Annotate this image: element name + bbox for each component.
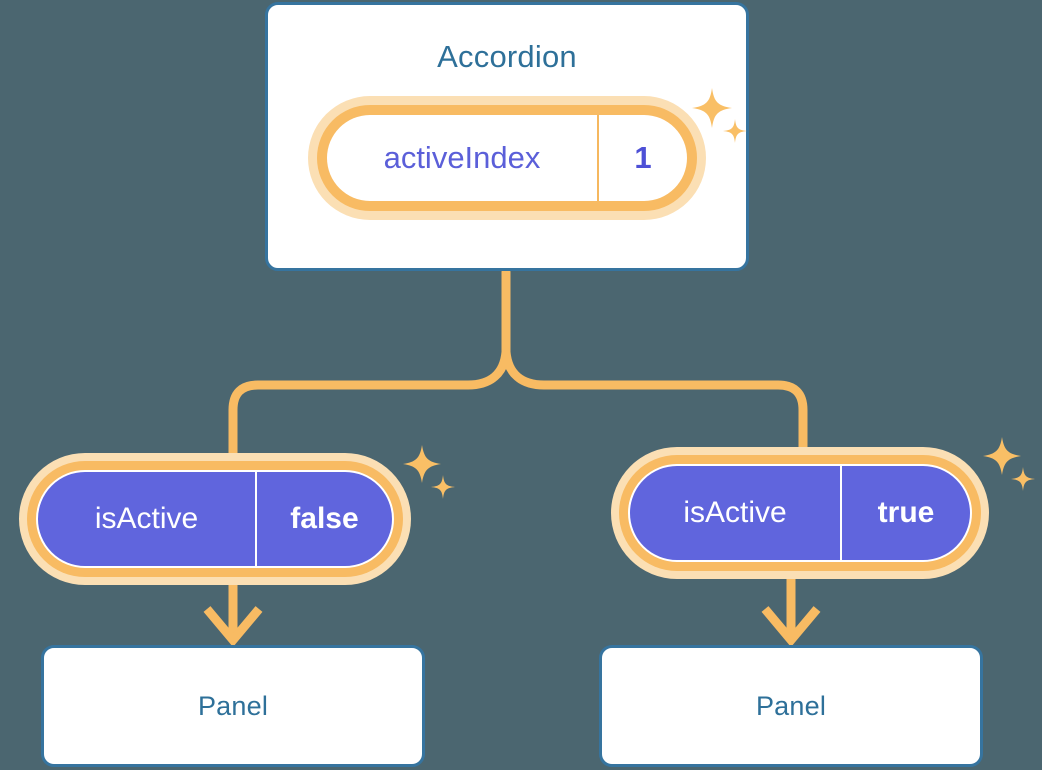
- state-pill-active-index[interactable]: activeIndex 1: [308, 96, 706, 220]
- component-box-panel-right[interactable]: Panel: [599, 645, 983, 767]
- state-key-label: activeIndex: [327, 115, 599, 201]
- state-value-label: 1: [634, 140, 652, 175]
- component-box-panel-left[interactable]: Panel: [41, 645, 425, 767]
- down-arrow-icon: [761, 570, 821, 648]
- prop-key-label: isActive: [630, 466, 842, 560]
- down-arrow-icon: [203, 578, 263, 648]
- page-title: Accordion: [437, 39, 577, 74]
- component-title: Panel: [197, 690, 269, 721]
- sparkle-icon: [983, 437, 1035, 491]
- sparkle-icon: [403, 445, 455, 499]
- connector-branch-left: [228, 347, 511, 467]
- prop-value-label: false: [290, 502, 359, 535]
- state-pill-is-active-left[interactable]: isActive false: [19, 453, 411, 585]
- state-pill-is-active-right[interactable]: isActive true: [611, 447, 989, 579]
- pill-body: activeIndex 1: [327, 115, 687, 201]
- prop-value-label: true: [877, 496, 935, 529]
- component-title: Panel: [755, 690, 827, 721]
- pill-body: isActive false: [36, 470, 394, 568]
- prop-key-label: isActive: [38, 472, 257, 566]
- pill-body: isActive true: [628, 464, 972, 562]
- connector-branch-right: [501, 347, 808, 461]
